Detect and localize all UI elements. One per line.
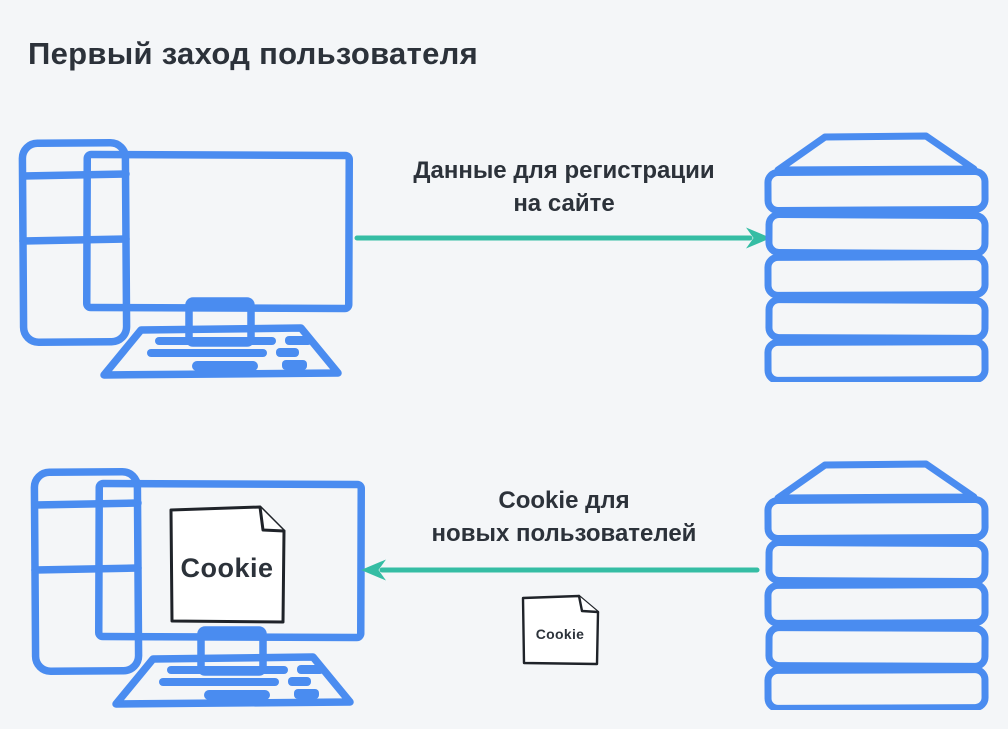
bottom-flow-label-line2: новых пользователей bbox=[431, 520, 697, 547]
top-flow-label: Данные для регистрации на сайте bbox=[368, 154, 760, 220]
cookie-note-label: Cookie bbox=[536, 626, 584, 642]
bottom-flow-label: Cookie для новых пользователей bbox=[368, 484, 760, 550]
cookie-note-icon: Cookie bbox=[169, 505, 286, 624]
cookie-note-icon: Cookie bbox=[521, 594, 600, 666]
bottom-flow-label-line1: Cookie для bbox=[498, 487, 630, 514]
database-server-icon bbox=[762, 130, 992, 382]
database-server-icon bbox=[762, 458, 992, 710]
top-flow-label-line2: на сайте bbox=[513, 190, 615, 217]
desktop-computer-icon bbox=[14, 133, 354, 379]
top-flow-label-line1: Данные для регистрации bbox=[413, 157, 715, 184]
arrow-left-icon bbox=[361, 559, 760, 581]
arrow-right-icon bbox=[354, 227, 771, 249]
page-title: Первый заход пользователя bbox=[28, 36, 478, 71]
cookie-note-label: Cookie bbox=[180, 553, 273, 583]
